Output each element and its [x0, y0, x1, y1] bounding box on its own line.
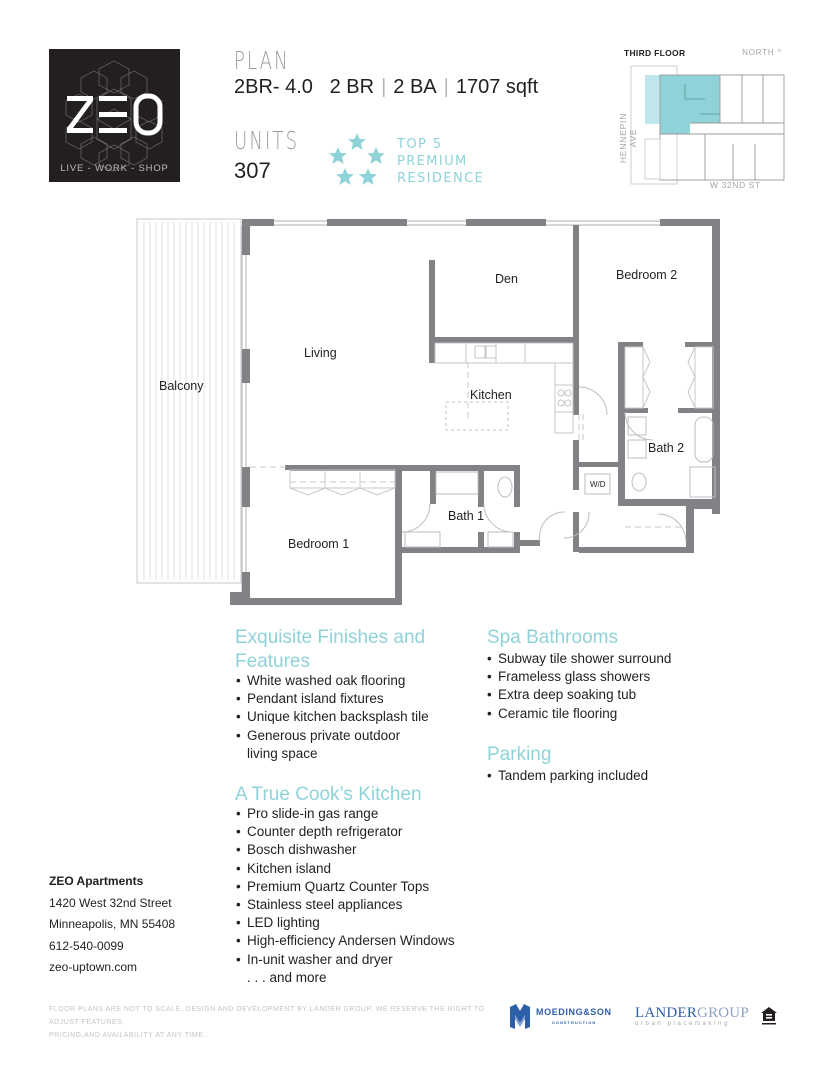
- room-living: Living: [304, 346, 337, 360]
- parking-list: Tandem parking included: [487, 767, 648, 785]
- five-stars-icon: [329, 133, 385, 185]
- room-bath-1: Bath 1: [448, 509, 485, 523]
- balcony-area: [136, 218, 242, 584]
- badge-line: TOP 5: [397, 137, 443, 152]
- disclaimer: Floor plans are not to scale. Design and…: [49, 1003, 489, 1042]
- room-bedroom-2: Bedroom 2: [616, 268, 678, 282]
- key-plan-drawing: [630, 65, 785, 185]
- lander-name-bold: LANDER: [635, 1005, 698, 1021]
- list-item: Unique kitchen backsplash tile: [236, 708, 429, 726]
- separator: |: [443, 76, 449, 98]
- contact-website[interactable]: zeo-uptown.com: [49, 960, 138, 974]
- kitchen-list: Pro slide-in gas range Counter depth ref…: [236, 805, 455, 987]
- list-item: High-efficiency Andersen Windows: [236, 932, 455, 950]
- spa-list: Subway tile shower surround Frameless gl…: [487, 650, 671, 723]
- logo-tagline: LIVE - WORK - SHOP: [60, 163, 169, 174]
- list-item: Extra deep soaking tub: [487, 686, 671, 704]
- plan-summary: 2BR- 4.0 2 BR | 2 BA | 1707 sqft: [234, 76, 538, 99]
- list-item: Generous private outdoor: [236, 727, 429, 745]
- parking-heading: Parking: [487, 744, 552, 765]
- list-item: Counter depth refrigerator: [236, 823, 455, 841]
- list-item: Kitchen island: [236, 860, 455, 878]
- list-item: Pendant island fixtures: [236, 690, 429, 708]
- contact-city: Minneapolis, MN 55408: [49, 917, 176, 931]
- key-plan-floor: THIRD FLOOR: [624, 48, 686, 58]
- finishes-heading-line: Exquisite Finishes and: [235, 627, 426, 648]
- moeding-sub: CONSTRUCTION: [552, 1020, 597, 1025]
- zeo-logo: LIVE - WORK - SHOP: [49, 49, 180, 182]
- moeding-m-icon: [510, 1004, 530, 1029]
- plan-bathrooms: 2 BA: [393, 76, 437, 98]
- separator: |: [381, 76, 387, 98]
- room-bath-2: Bath 2: [648, 441, 685, 455]
- contact-street: 1420 West 32nd Street: [49, 895, 172, 910]
- washer-dryer-label: W/D: [590, 480, 606, 489]
- list-item: . . . and more: [247, 969, 327, 985]
- list-item: living space: [247, 745, 318, 761]
- finishes-heading: Exquisite Finishes and Features: [235, 626, 425, 674]
- lander-name: LANDERGROUP: [635, 1005, 749, 1022]
- list-item: Pro slide-in gas range: [236, 805, 455, 823]
- street-south-label: W 32ND ST: [710, 180, 761, 190]
- moeding-son-logo: MOEDING&SON CONSTRUCTION: [508, 1003, 623, 1031]
- unit-numbers: 307: [234, 158, 271, 183]
- room-kitchen: Kitchen: [470, 388, 512, 402]
- floor-plan-drawing: [136, 218, 720, 605]
- moeding-name: MOEDING&SON: [536, 1007, 612, 1017]
- kitchen-heading: A True Cook’s Kitchen: [235, 784, 422, 805]
- contact-name: ZEO Apartments: [49, 874, 144, 888]
- units-label: UNITS: [234, 126, 300, 155]
- lander-tagline: urban placemaking: [635, 1021, 730, 1027]
- finishes-heading-line: Features: [235, 651, 310, 672]
- list-item: Subway tile shower surround: [487, 650, 671, 668]
- room-bedroom-1: Bedroom 1: [288, 537, 350, 551]
- contact-phone[interactable]: 612-540-0099: [49, 938, 124, 953]
- spa-heading: Spa Bathrooms: [487, 627, 618, 648]
- lander-group-logo: LANDERGROUP urban placemaking: [635, 1005, 749, 1027]
- lander-name-light: GROUP: [697, 1005, 749, 1021]
- list-item: In-unit washer and dryer: [236, 951, 455, 969]
- list-item: Ceramic tile flooring: [487, 705, 671, 723]
- premium-badge-text: TOP 5 PREMIUM RESIDENCE: [397, 136, 484, 187]
- plan-bedrooms: 2 BR: [329, 76, 375, 98]
- badge-line: PREMIUM: [397, 154, 468, 169]
- plan-area: 1707 sqft: [455, 76, 539, 98]
- list-item: Premium Quartz Counter Tops: [236, 878, 455, 896]
- lattice-pattern-icon: [65, 60, 163, 172]
- disclaimer-line: pricing,and availability at any time.: [49, 1032, 206, 1039]
- room-balcony: Balcony: [159, 379, 204, 393]
- room-den: Den: [495, 272, 518, 286]
- key-plan: THIRD FLOOR NORTH ^ HENNEPIN AVE W 32ND …: [605, 44, 790, 194]
- list-item: LED lighting: [236, 914, 455, 932]
- disclaimer-line: Floor plans are not to scale. Design and…: [49, 1006, 485, 1026]
- finishes-list: White washed oak flooring Pendant island…: [236, 672, 429, 763]
- plan-code: 2BR- 4.0: [234, 76, 313, 98]
- list-item: Bosch dishwasher: [236, 841, 455, 859]
- list-item: White washed oak flooring: [236, 672, 429, 690]
- badge-line: RESIDENCE: [397, 171, 485, 186]
- north-indicator: NORTH ^: [742, 48, 782, 57]
- street-west-label: HENNEPIN AVE: [618, 112, 638, 164]
- floor-plan: Balcony Living Den Kitchen Bedroom 2 Bat…: [130, 212, 730, 612]
- contact-block: ZEO Apartments 1420 West 32nd Street Min…: [49, 871, 175, 979]
- list-item: Tandem parking included: [487, 767, 648, 785]
- list-item: Stainless steel appliances: [236, 896, 455, 914]
- plan-label: PLAN: [234, 46, 290, 75]
- list-item: Frameless glass showers: [487, 668, 671, 686]
- equal-housing-icon: [761, 1007, 777, 1025]
